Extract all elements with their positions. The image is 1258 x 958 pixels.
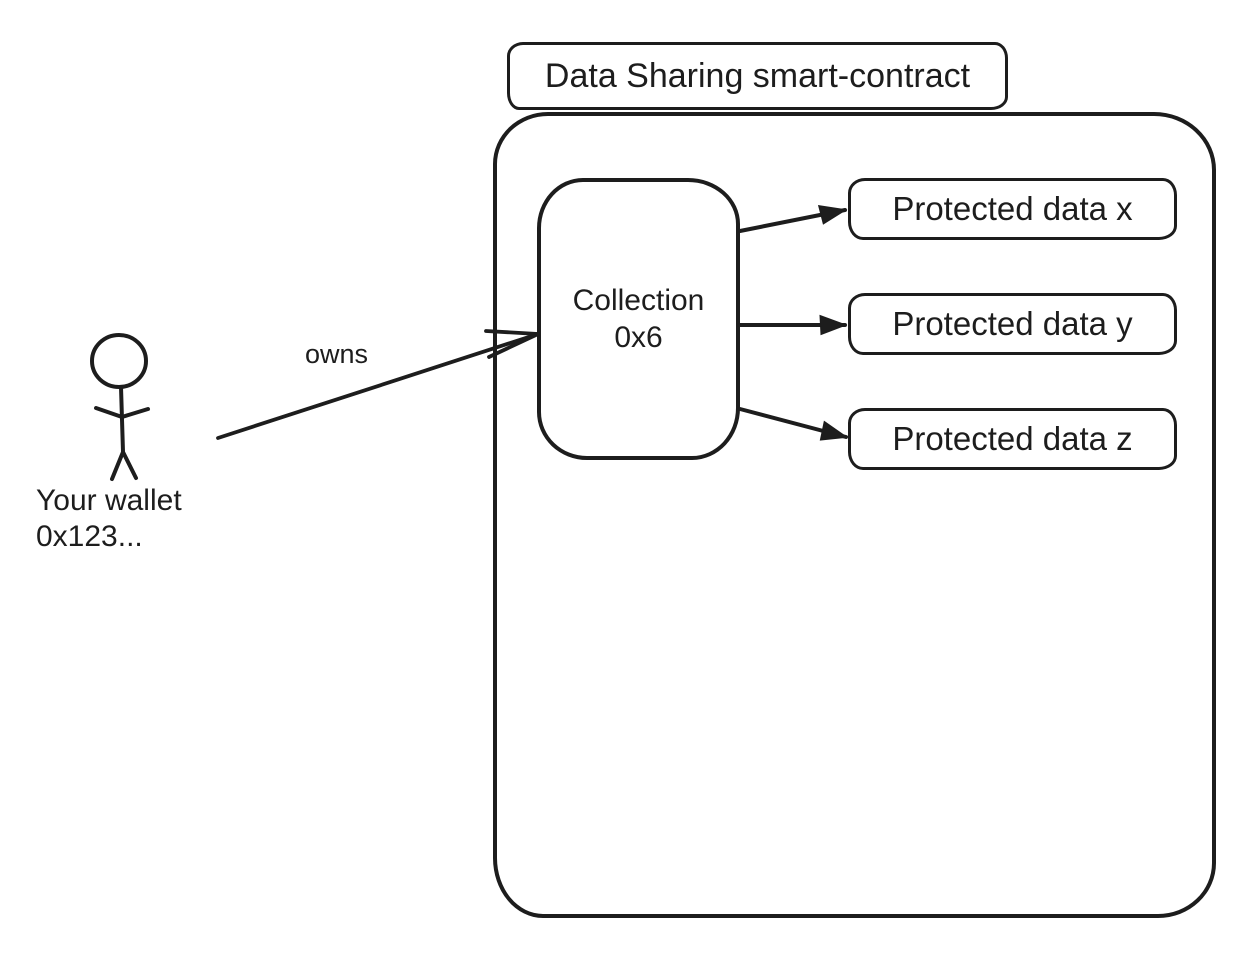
protected-data-z-box: Protected data z [848,408,1177,470]
actor-arms-icon [94,406,150,419]
protected-data-y-box: Protected data y [848,293,1177,355]
actor-legs-icon [110,450,138,481]
collection-label-line1: Collection [572,284,705,317]
wallet-label-line2: 0x123... [36,520,143,553]
protected-data-z-label: Protected data z [892,420,1133,457]
protected-data-x-label: Protected data x [892,190,1133,227]
protected-data-y-label: Protected data y [892,305,1133,342]
smart-contract-title-box: Data Sharing smart-contract [507,42,1008,110]
actor-body-icon [119,385,125,454]
protected-data-x-box: Protected data x [848,178,1177,240]
owns-edge-label: owns [305,339,369,369]
owns-arrow [216,329,540,440]
smart-contract-title-label: Data Sharing smart-contract [544,56,971,95]
wallet-actor-figure [90,333,150,481]
wallet-label-line1: Your wallet [36,484,182,517]
collection-box: Collection 0x6 [537,178,740,460]
collection-label-line2: 0x6 [614,321,663,354]
actor-head-icon [90,333,148,389]
